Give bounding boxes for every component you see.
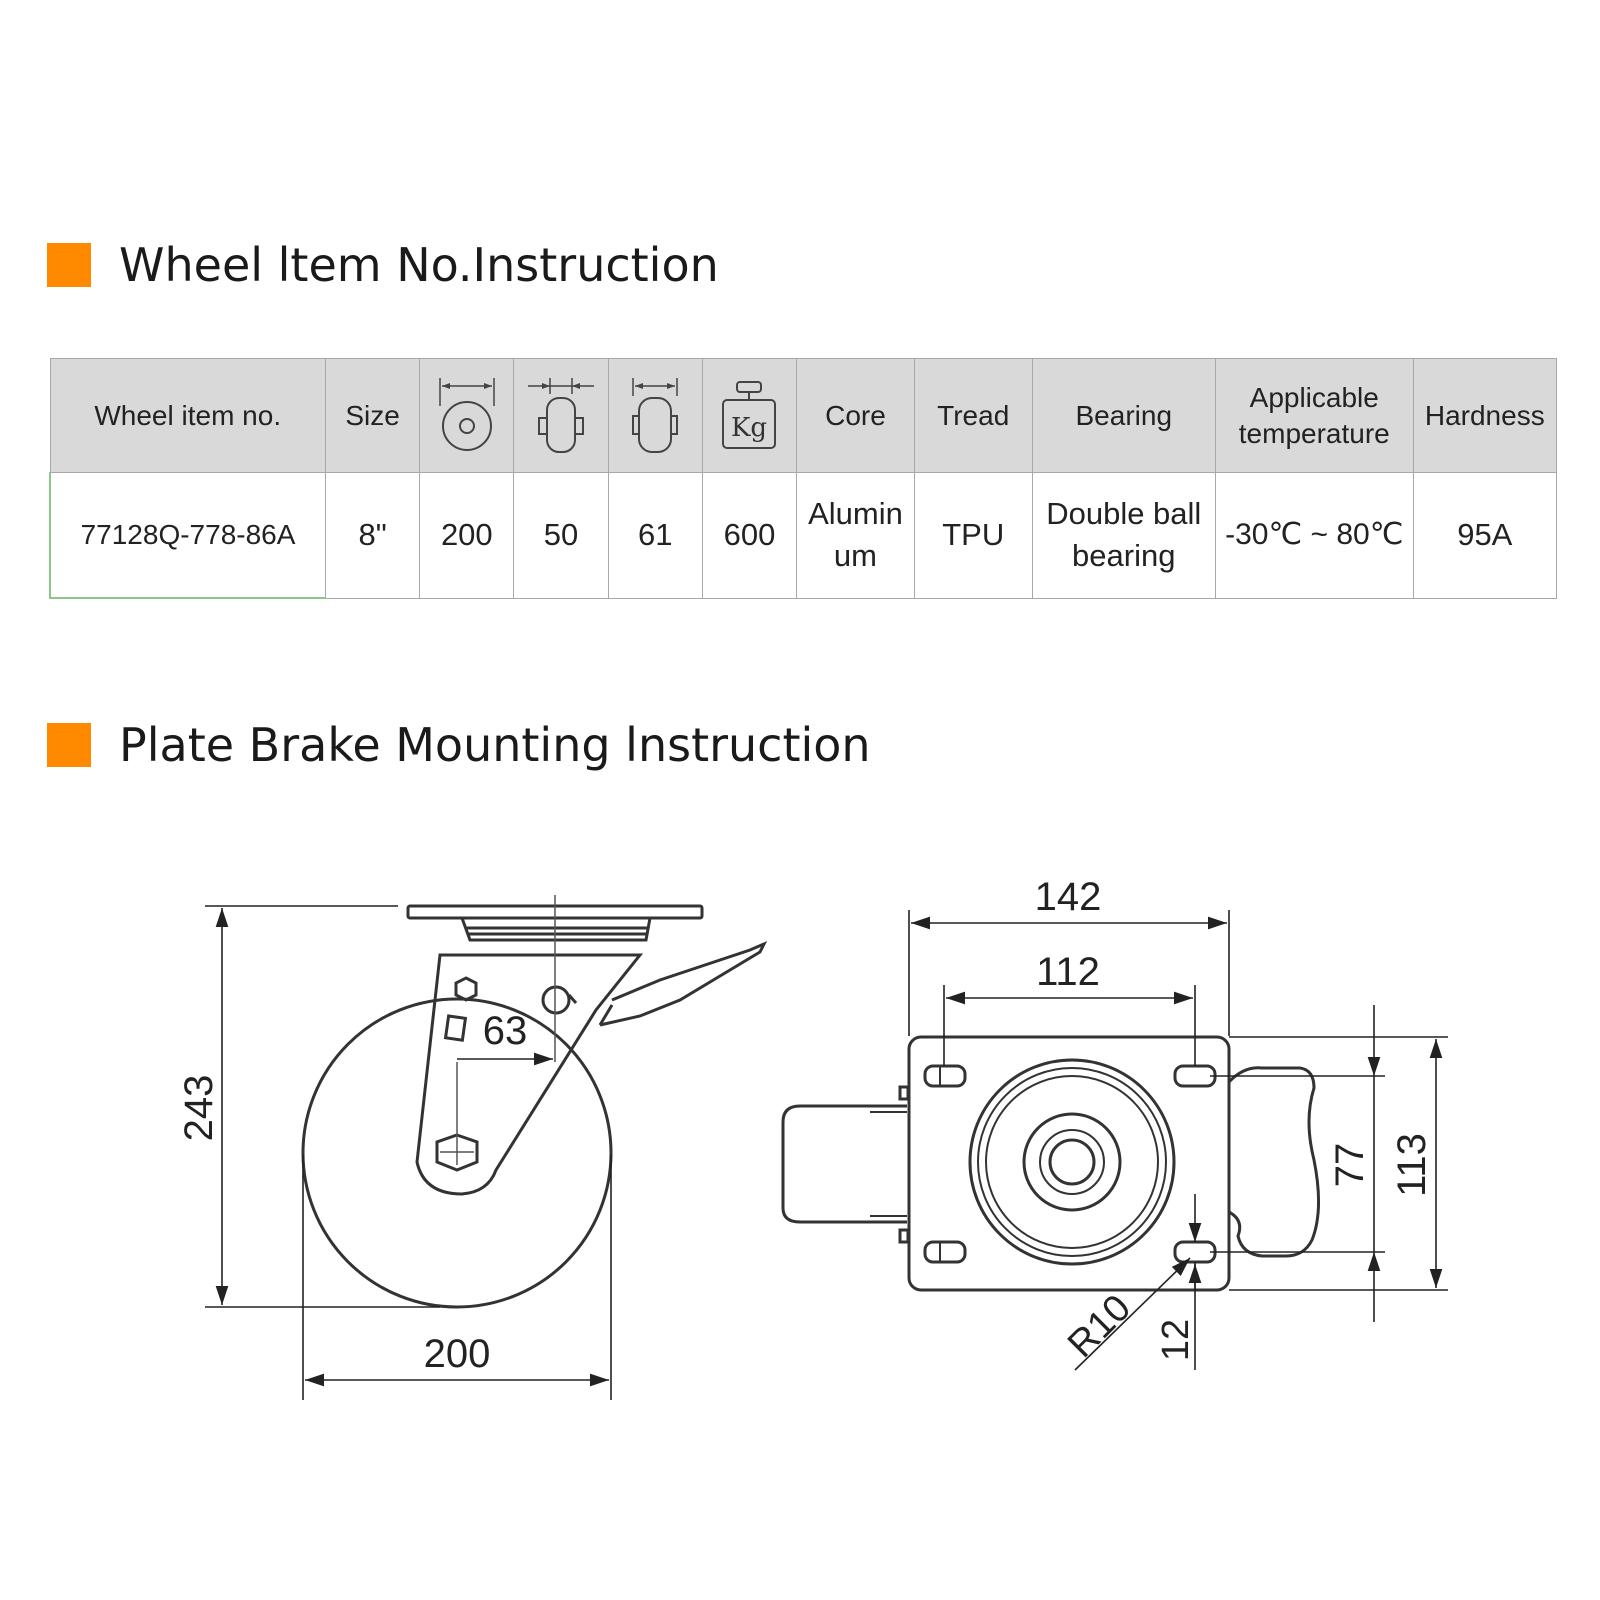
- section-title-wheel: Wheel ltem No.Instruction: [47, 238, 719, 292]
- orange-square-icon: [47, 723, 91, 767]
- cell-tread: TPU: [913, 472, 1033, 599]
- load-weight-icon: Kg: [722, 380, 777, 449]
- cell-tread-width: 61: [607, 472, 703, 599]
- dim-hole-spacing-y: 77: [1328, 1143, 1372, 1188]
- dim-height: 243: [177, 1075, 221, 1142]
- dim-plate-length: 113: [1390, 1133, 1434, 1197]
- header-size: Size: [324, 358, 421, 473]
- mounting-drawing: 243 200 63: [177, 875, 1448, 1400]
- section-title-text: Wheel ltem No.Instruction: [119, 238, 719, 292]
- header-temperature: Applicable temperature: [1214, 358, 1414, 473]
- dim-wheel-diameter: 200: [424, 1332, 491, 1376]
- cell-diameter: 200: [419, 472, 515, 599]
- header-bearing: Bearing: [1031, 358, 1216, 473]
- dim-plate-width: 142: [1035, 875, 1102, 919]
- tread-width-icon: [632, 377, 679, 453]
- dim-hole-spacing-x: 112: [1036, 950, 1100, 994]
- section-title-mounting: Plate Brake Mounting lnstruction: [47, 718, 871, 772]
- wheel-width-icon: [528, 377, 595, 453]
- wheel-spec-table: Wheel item no. Size: [48, 358, 1558, 599]
- top-view-dimensions: [908, 910, 1448, 1371]
- side-view-caster: [301, 904, 768, 1309]
- orange-square-icon: [47, 243, 91, 287]
- cell-hardness: 95A: [1412, 472, 1558, 599]
- side-view-dimensions: [205, 905, 612, 1400]
- dim-corner-radius: R10: [1060, 1287, 1139, 1366]
- header-tread: Tread: [913, 358, 1033, 473]
- dim-offset: 63: [483, 1009, 528, 1053]
- table-header-row: Wheel item no. Size: [49, 358, 1558, 473]
- header-item-no: Wheel item no.: [49, 358, 326, 473]
- header-core: Core: [796, 358, 915, 473]
- dim-hole-size: 12: [1155, 1319, 1197, 1361]
- header-hardness: Hardness: [1412, 358, 1558, 473]
- cell-item-no: 77128Q-778-86A: [48, 472, 326, 599]
- svg-text:Kg: Kg: [731, 413, 767, 443]
- section-title-text: Plate Brake Mounting lnstruction: [119, 718, 871, 772]
- cell-size: 8": [324, 472, 421, 599]
- side-view-centerlines: [440, 895, 556, 1165]
- cell-temperature: -30℃ ~ 80℃: [1214, 472, 1414, 599]
- cell-load: 600: [701, 472, 798, 599]
- cell-width: 50: [513, 472, 609, 599]
- wheel-diameter-icon: [439, 377, 495, 451]
